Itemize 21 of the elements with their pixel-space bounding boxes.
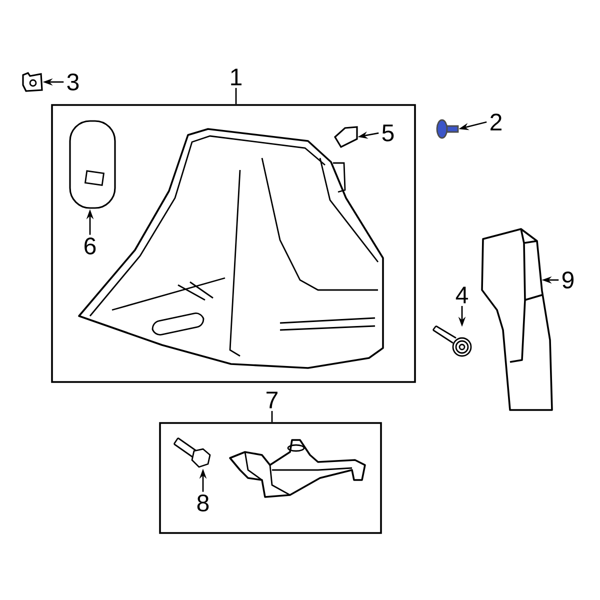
leader-line — [271, 410, 273, 422]
bolt-drawing — [432, 325, 472, 357]
callout-number: 4 — [456, 286, 468, 304]
callout-number: 9 — [562, 272, 574, 288]
group-frame — [159, 422, 382, 534]
callout-number: 1 — [231, 68, 242, 86]
clip-nut-drawing — [22, 72, 43, 92]
leader-line — [235, 88, 237, 104]
bolt-drawing — [173, 437, 211, 468]
callout-number: 7 — [266, 392, 278, 408]
callout-number: 8 — [197, 494, 209, 512]
callout-number: 3 — [67, 74, 79, 90]
bracket-drawing — [481, 228, 553, 411]
mount-bracket-drawing — [229, 439, 366, 498]
tail-lamp-drawing — [78, 128, 384, 369]
group-frame — [51, 104, 416, 383]
callout-number: 5 — [382, 124, 394, 142]
bolt-drawing — [436, 119, 459, 139]
callout-number: 2 — [490, 114, 502, 130]
gasket-drawing — [69, 120, 116, 209]
callout-number: 6 — [84, 238, 96, 254]
